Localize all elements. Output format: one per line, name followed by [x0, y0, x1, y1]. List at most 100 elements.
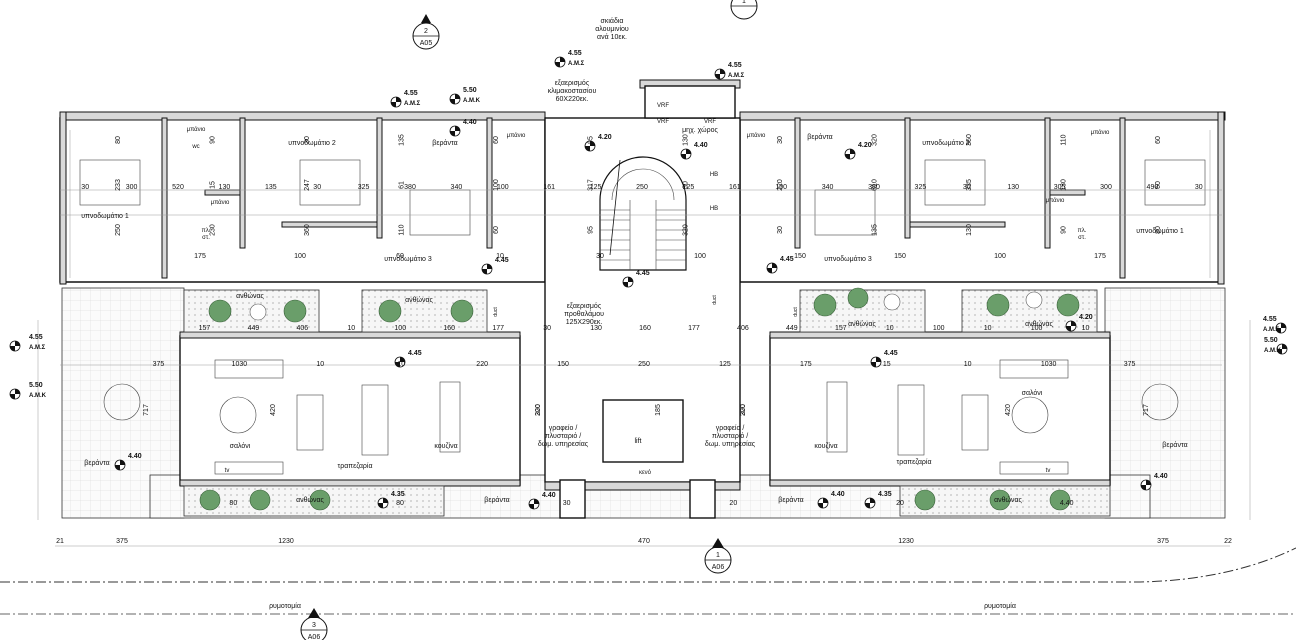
dimension-text: 30 [963, 184, 971, 191]
level-value: 5.50 [1264, 337, 1278, 344]
dimension-text: 90 [210, 136, 217, 144]
room-label-vrf-c: VRF [657, 103, 669, 109]
dimension-text: 125 [683, 184, 695, 191]
dimension-text: 220 [476, 361, 488, 368]
level-sub: Α.Μ.Σ [29, 345, 46, 351]
dimension-text: 250 [636, 184, 648, 191]
level-value: 4.40 [128, 453, 142, 460]
dimension-text: 490 [1147, 184, 1159, 191]
room-label-bed3-left: υπνοδωμάτιο 3 [384, 255, 432, 263]
level-sub: Α.Μ.Σ [728, 73, 745, 79]
dimension-text: 185 [655, 404, 662, 416]
dimension-text: 175 [800, 361, 812, 368]
level-value: 5.50 [463, 87, 477, 94]
dimension-text: 130 [682, 134, 689, 146]
level-value: 4.40 [1154, 473, 1168, 480]
dimension-text: 150 [894, 253, 906, 260]
furniture [79, 159, 1206, 475]
dimension-text: 177 [492, 325, 504, 332]
room-label-garden-bottom-left: ανθώνας [296, 496, 324, 504]
room-label-veranda-bottom-left: βεράντα [484, 496, 509, 504]
dimension-text: 325 [915, 184, 927, 191]
dimension-text: 100 [294, 253, 306, 260]
room-label-bath-right-a: μπάνιο [1091, 129, 1110, 136]
room-label-office-right: γραφείο /πλυσταριό /δωμ. υπηρεσίας [705, 424, 756, 448]
level-value: 4.55 [1263, 316, 1277, 323]
overall-dimension: 22 [1224, 538, 1232, 545]
dimension-text: 375 [153, 361, 165, 368]
dimension-text: 220 [740, 404, 747, 416]
dimension-text: 60 [493, 226, 500, 234]
room-label-hb-b: HB [710, 206, 718, 212]
level-marker-lv10: 4.20 [584, 134, 612, 152]
level-value: 4.40 [463, 119, 477, 126]
room-label-mech: μηχ. χώρος [682, 126, 718, 134]
level-marker-lv20: 4.40 [528, 492, 556, 510]
level-sub: Α.Μ.Σ [1263, 327, 1280, 333]
room-label-duct-left: duct [493, 307, 499, 317]
dimension-text: 157 [835, 325, 847, 332]
dimension-text: 10 [886, 325, 894, 332]
section-number: 3 [312, 622, 316, 629]
level-sub: Α.Μ.Κ [463, 98, 481, 104]
level-sub: Α.Μ.Σ [568, 61, 585, 67]
level-marker-lv4: 4.55Α.Μ.Σ [714, 62, 745, 80]
dimension-text: 30 [682, 181, 689, 189]
dimension-text: 125 [719, 361, 731, 368]
overall-dimension: 375 [1157, 538, 1169, 545]
level-value: 4.35 [878, 491, 892, 498]
room-label-bath-left-a: μπάνιο [187, 126, 206, 133]
dimension-text: 406 [737, 325, 749, 332]
dimension-text: 100 [694, 253, 706, 260]
level-marker-lv6: 5.50Α.Μ.Κ [1264, 337, 1288, 355]
dimension-text: 360 [304, 224, 311, 236]
dimension-text: 449 [248, 325, 260, 332]
room-label-bed2-right: υπνοδωμάτιο 2 [922, 139, 970, 147]
level-value: 4.20 [858, 142, 872, 149]
dimension-text: 30 [777, 136, 784, 144]
dimension-text: 449 [786, 325, 798, 332]
dimension-text: 340 [822, 184, 834, 191]
dimension-text: 80 [1155, 226, 1162, 234]
dimension-text: 30 [543, 325, 551, 332]
level-value: 4.40 [542, 492, 556, 499]
dimension-text: 305 [1054, 184, 1066, 191]
dimension-text: 125 [590, 184, 602, 191]
dimension-text: 220 [777, 179, 784, 191]
level-marker-lv12: 4.20 [844, 142, 872, 160]
room-label-veranda-right: βεράντα [1162, 441, 1187, 449]
dimension-text: 325 [358, 184, 370, 191]
dimension-text: 375 [1124, 361, 1136, 368]
dimension-text: 320 [871, 134, 878, 146]
dimension-text: 10 [316, 361, 324, 368]
level-marker-lv22: 4.35 [864, 491, 892, 509]
room-label-garden-top-right: ανθώνας [848, 320, 876, 328]
section-sheet: A06 [712, 564, 725, 571]
room-label-pl-st-right: πλ.στ. [1078, 228, 1087, 241]
dimension-text: 520 [172, 184, 184, 191]
level-value: 4.45 [495, 257, 509, 264]
dimension-text: 130 [590, 325, 602, 332]
dimension-text: 135 [265, 184, 277, 191]
dimension-text: 100 [497, 184, 509, 191]
section-sheet: A06 [308, 634, 321, 640]
section-number: 1 [742, 0, 746, 5]
section-number: 2 [424, 28, 428, 35]
dimension-text: 320 [682, 224, 689, 236]
room-label-veranda-left: βεράντα [84, 459, 109, 467]
dimension-text: 300 [1100, 184, 1112, 191]
section-mark-s-top-right: 1 [730, 0, 758, 20]
overall-dimension: 21 [56, 538, 64, 545]
room-label-pl-st-left: πλ.στ. [202, 228, 211, 241]
dimension-text: 130 [1060, 179, 1067, 191]
level-marker-lv11: 4.40 [680, 142, 708, 160]
level-marker-lv19: 4.35 [377, 491, 405, 509]
level-value: 4.40 [694, 142, 708, 149]
level-marker-lv14: 4.45 [394, 350, 422, 368]
dimension-text: 150 [794, 253, 806, 260]
room-label-veranda-bottom-right: βεράντα [778, 496, 803, 504]
